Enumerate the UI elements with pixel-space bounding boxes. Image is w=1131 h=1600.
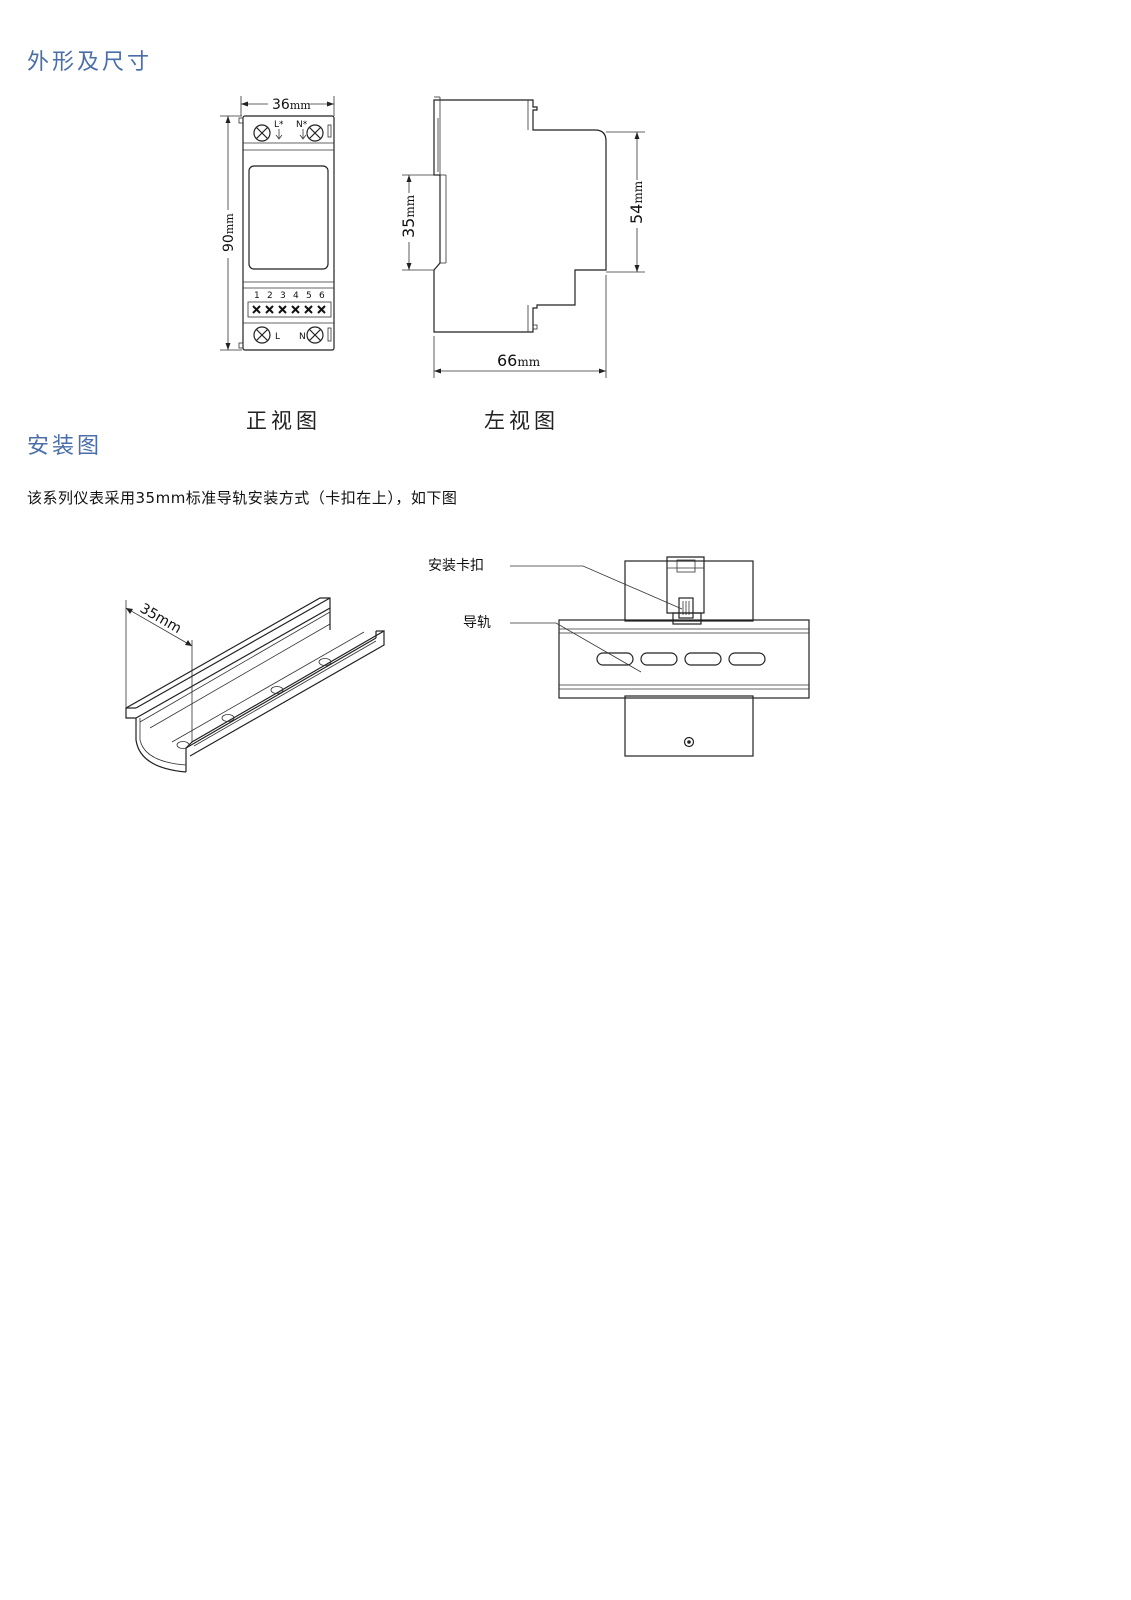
front-view-caption: 正视图	[246, 409, 321, 433]
terminal-l-bottom-icon	[253, 326, 271, 344]
front-width-value: 36	[272, 97, 290, 113]
installation-description: 该系列仪表采用35mm标准导轨安装方式（卡扣在上），如下图	[27, 489, 458, 507]
dimensions-heading: 外形及尺寸	[27, 50, 153, 75]
terminal-number-1: 1	[254, 291, 260, 301]
body-height-unit: mm	[631, 180, 645, 203]
body-width-value: 66	[497, 351, 517, 370]
terminal-number-3: 3	[280, 291, 286, 301]
rail-height-value: 35	[399, 218, 418, 238]
svg-text:36mm: 36mm	[272, 97, 311, 113]
terminal-number-5: 5	[306, 291, 312, 301]
terminal-l-bottom-label: L	[275, 332, 280, 342]
rail-height-unit: mm	[403, 194, 417, 217]
terminal-block-screws-icon	[252, 305, 326, 314]
terminal-number-6: 6	[319, 291, 325, 301]
rail-label: 导轨	[463, 615, 491, 631]
terminal-n-top-icon	[306, 124, 324, 142]
svg-text:54mm: 54mm	[627, 180, 646, 224]
front-height-unit: mm	[223, 213, 236, 234]
terminal-l-top-label: L*	[274, 120, 284, 130]
left-view-caption: 左视图	[484, 409, 559, 433]
terminal-number-2: 2	[267, 291, 273, 301]
terminal-n-top-label: N*	[296, 120, 308, 130]
clip-label: 安装卡扣	[428, 558, 484, 574]
body-width-unit: mm	[517, 355, 540, 369]
terminal-n-bottom-label: N	[299, 332, 306, 342]
svg-text:35mm: 35mm	[399, 194, 418, 238]
front-height-value: 90	[221, 234, 237, 252]
front-width-unit: mm	[290, 99, 311, 112]
svg-text:66mm: 66mm	[497, 351, 541, 370]
svg-text:90mm: 90mm	[221, 213, 237, 252]
terminal-number-4: 4	[293, 291, 299, 301]
installation-heading: 安装图	[27, 434, 103, 459]
terminal-n-bottom-icon	[306, 326, 324, 344]
body-height-value: 54	[627, 204, 646, 224]
terminal-l-top-icon	[253, 124, 271, 142]
